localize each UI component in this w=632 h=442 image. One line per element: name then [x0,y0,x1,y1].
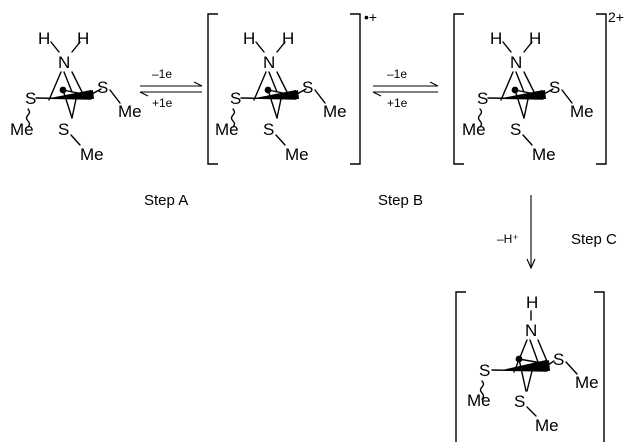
molecule-radical-cation: •+ [207,9,377,165]
oxidation-label: –1e [387,67,407,81]
deprotonation-label: –H⁺ [497,232,519,246]
oxidation-label: –1e [152,67,172,81]
molecule-dication: 2+ [453,9,624,165]
svg-text:Me: Me [467,391,491,410]
molecule-neutral [9,28,143,165]
charge-radical-cation: •+ [364,9,377,25]
svg-text:H: H [526,293,538,312]
svg-text:S: S [479,361,490,380]
svg-text:S: S [553,350,564,369]
reduction-label: +1e [387,96,408,110]
step-b-label: Step B [378,192,423,209]
molecule-deprotonated: H N S Me S Me S Me [455,291,605,442]
svg-text:S: S [514,392,525,411]
charge-dication: 2+ [608,9,624,25]
deprotonation-arrow: –H⁺ Step C [497,195,617,270]
svg-text:Me: Me [575,373,599,392]
equilibrium-b: –1e +1e [372,67,439,110]
svg-text:N: N [525,321,537,340]
svg-text:Me: Me [535,416,559,435]
equilibrium-a: –1e +1e [139,67,203,110]
step-a-label: Step A [144,192,188,209]
step-c-label: Step C [571,231,617,248]
reduction-label: +1e [152,96,173,110]
